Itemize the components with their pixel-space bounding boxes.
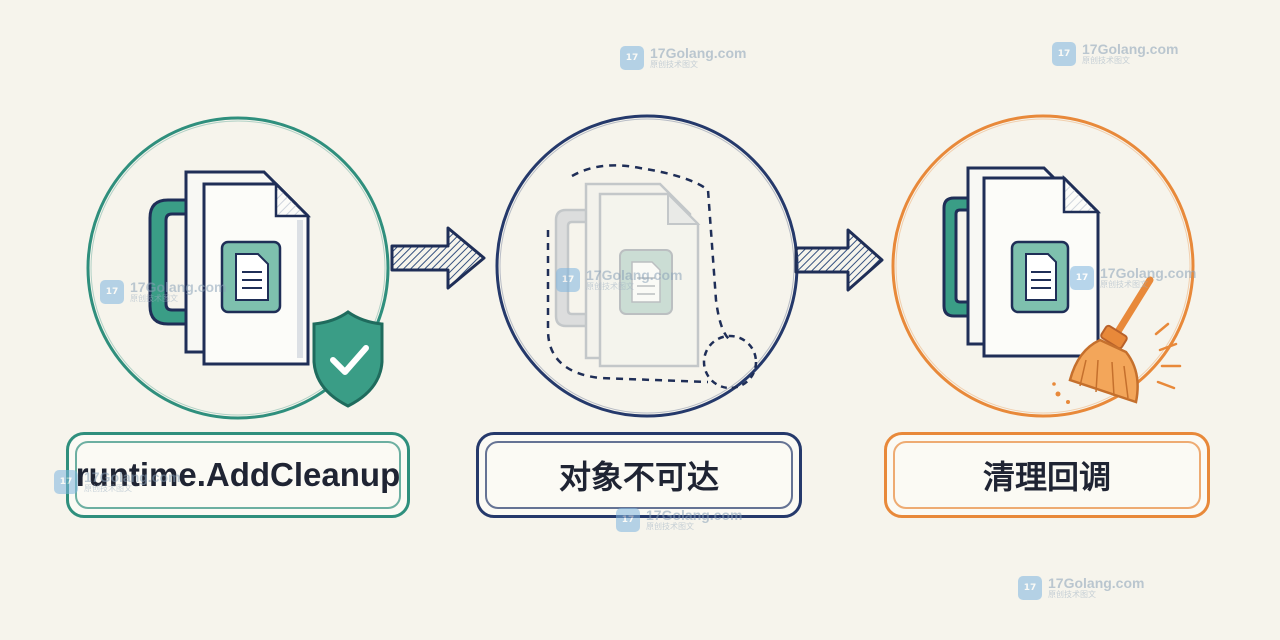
watermark-title: 17Golang.com	[1082, 41, 1179, 58]
watermark-title: 17Golang.com	[1048, 575, 1145, 592]
watermark: 17 17Golang.com 原创技术图文	[556, 268, 682, 292]
watermark-title: 17Golang.com	[586, 267, 683, 284]
watermark-title: 17Golang.com	[650, 45, 747, 62]
watermark-title: 17Golang.com	[84, 469, 181, 486]
watermark-subtitle: 原创技术图文	[586, 282, 634, 292]
step3-circle	[891, 114, 1195, 418]
watermark: 17 17Golang.com 原创技术图文	[1018, 576, 1144, 600]
arrow-right-icon	[794, 228, 884, 292]
watermark-subtitle: 原创技术图文	[1048, 590, 1096, 600]
17golang-logo-icon: 17	[100, 280, 124, 304]
17golang-logo-icon: 17	[556, 268, 580, 292]
faded-dashed-file-icon	[554, 182, 701, 368]
broom-icon	[1052, 276, 1182, 404]
watermark-subtitle: 原创技术图文	[84, 484, 132, 494]
watermark: 17 17Golang.com 原创技术图文	[54, 470, 180, 494]
shield-check-icon	[312, 310, 384, 408]
17golang-logo-icon: 17	[616, 508, 640, 532]
step3-label: 清理回调	[982, 458, 1111, 496]
17golang-logo-icon: 17	[1018, 576, 1042, 600]
step2-label: 对象不可达	[558, 458, 719, 496]
step2-label-box: 对象不可达	[476, 432, 802, 518]
arrow-right-icon	[390, 226, 486, 290]
watermark: 17 17Golang.com 原创技术图文	[620, 46, 746, 70]
step1-circle	[86, 116, 390, 420]
watermark-subtitle: 原创技术图文	[1082, 56, 1130, 66]
watermark-title: 17Golang.com	[646, 507, 743, 524]
file-with-shield-check-icon	[148, 170, 312, 366]
watermark: 17 17Golang.com 原创技术图文	[616, 508, 742, 532]
step1-label: runtime.AddCleanup	[75, 456, 401, 493]
watermark: 17 17Golang.com 原创技术图文	[100, 280, 226, 304]
watermark: 17 17Golang.com 原创技术图文	[1070, 266, 1196, 290]
watermark-subtitle: 原创技术图文	[1100, 280, 1148, 290]
step1-label-box: runtime.AddCleanup	[66, 432, 410, 518]
watermark-title: 17Golang.com	[130, 279, 227, 296]
watermark-subtitle: 原创技术图文	[650, 60, 698, 70]
17golang-logo-icon: 17	[620, 46, 644, 70]
watermark-title: 17Golang.com	[1100, 265, 1197, 282]
step3-label-box: 清理回调	[884, 432, 1210, 518]
file-with-broom-icon	[942, 166, 1102, 358]
watermark-subtitle: 原创技术图文	[130, 294, 178, 304]
17golang-logo-icon: 17	[1052, 42, 1076, 66]
17golang-logo-icon: 17	[54, 470, 78, 494]
dashed-outline	[546, 164, 758, 390]
17golang-logo-icon: 17	[1070, 266, 1094, 290]
watermark: 17 17Golang.com 原创技术图文	[1052, 42, 1178, 66]
watermark-subtitle: 原创技术图文	[646, 522, 694, 532]
